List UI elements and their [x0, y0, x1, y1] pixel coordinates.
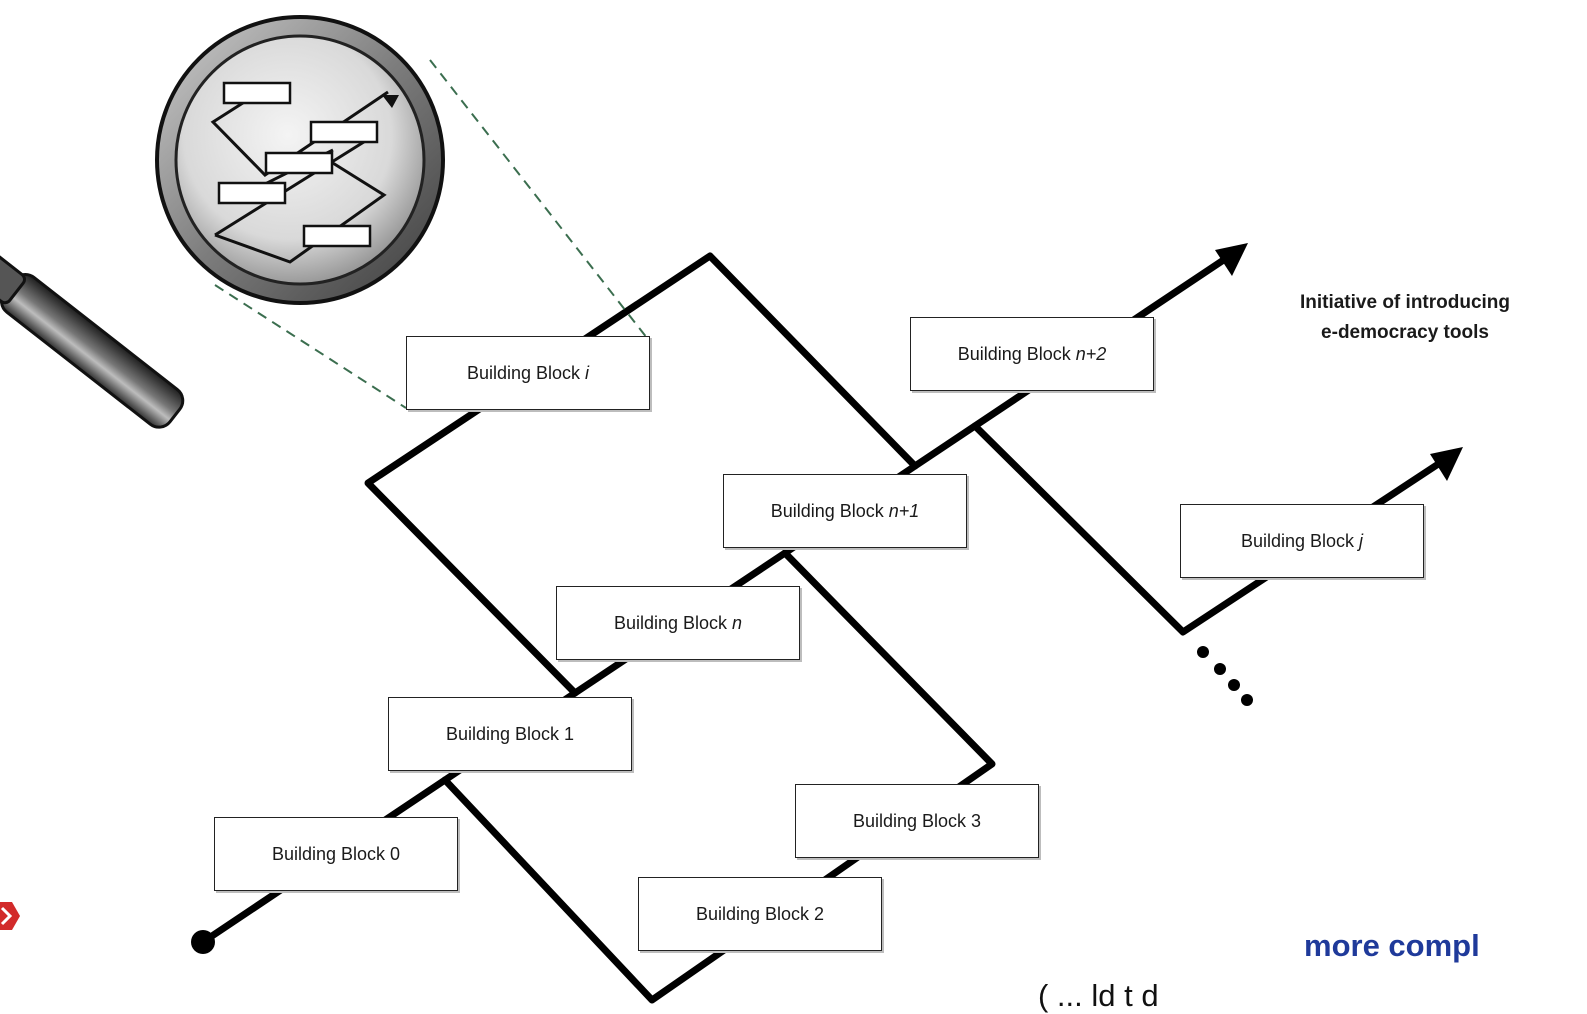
start-dot — [191, 930, 215, 954]
block-suffix: i — [585, 362, 590, 383]
building-block-0: Building Block 0 — [214, 817, 458, 891]
block-suffix: 0 — [390, 843, 401, 864]
university-logo-icon — [0, 895, 20, 930]
block-suffix: n — [732, 612, 743, 633]
arrowhead-branch — [1430, 447, 1463, 481]
block-suffix: n+2 — [1075, 343, 1107, 364]
magnifying-glass-icon — [0, 15, 445, 429]
footer-heading: more compl — [1304, 928, 1480, 963]
block-suffix: n+1 — [888, 500, 920, 521]
block-suffix: j — [1359, 530, 1364, 551]
building-block-n1: Building Block n+1 — [723, 474, 967, 548]
arrowhead-main — [1215, 243, 1248, 276]
block-suffix: 2 — [814, 903, 825, 924]
building-block-1: Building Block 1 — [388, 697, 632, 771]
block-suffix: 3 — [971, 810, 982, 831]
building-block-j: Building Block j — [1180, 504, 1424, 578]
goal-label-line2: e-democracy tools — [1321, 322, 1489, 343]
block-suffix: 1 — [564, 723, 575, 744]
zoom-guides — [214, 59, 648, 409]
continuation-dots — [1197, 646, 1253, 706]
goal-label: Initiative of introducing e-democracy to… — [1246, 288, 1564, 348]
building-block-i: Building Block i — [406, 336, 650, 410]
goal-label-line1: Initiative of introducing — [1299, 292, 1511, 313]
footer-subtext: ( ... ld t d — [1038, 978, 1159, 1013]
building-block-3: Building Block 3 — [795, 784, 1039, 858]
building-block-2: Building Block 2 — [638, 877, 882, 951]
building-block-n2: Building Block n+2 — [910, 317, 1154, 391]
building-block-n: Building Block n — [556, 586, 800, 660]
